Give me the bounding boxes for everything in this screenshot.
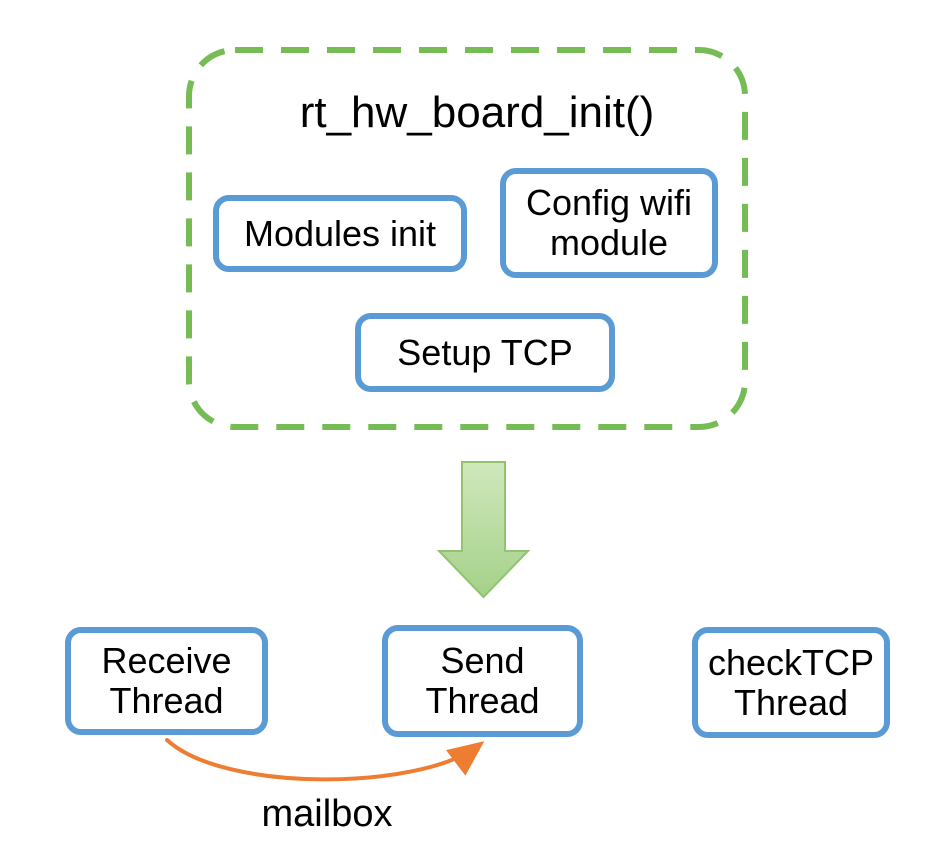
mailbox-connector-label: mailbox — [261, 793, 393, 835]
down-arrow-icon — [436, 461, 531, 599]
thread-box-checktcp: checkTCP Thread — [692, 627, 890, 738]
thread-box-receive: Receive Thread — [65, 627, 268, 735]
init-container-outline — [186, 47, 748, 430]
thread-box-send: Send Thread — [382, 625, 583, 737]
step-box-setup-tcp: Setup TCP — [355, 313, 615, 392]
init-container-title: rt_hw_board_init() — [299, 88, 655, 137]
step-box-modules-init: Modules init — [213, 195, 467, 272]
curved-arrow-icon — [165, 738, 485, 782]
step-box-config-wifi-module: Config wifi module — [500, 168, 718, 278]
